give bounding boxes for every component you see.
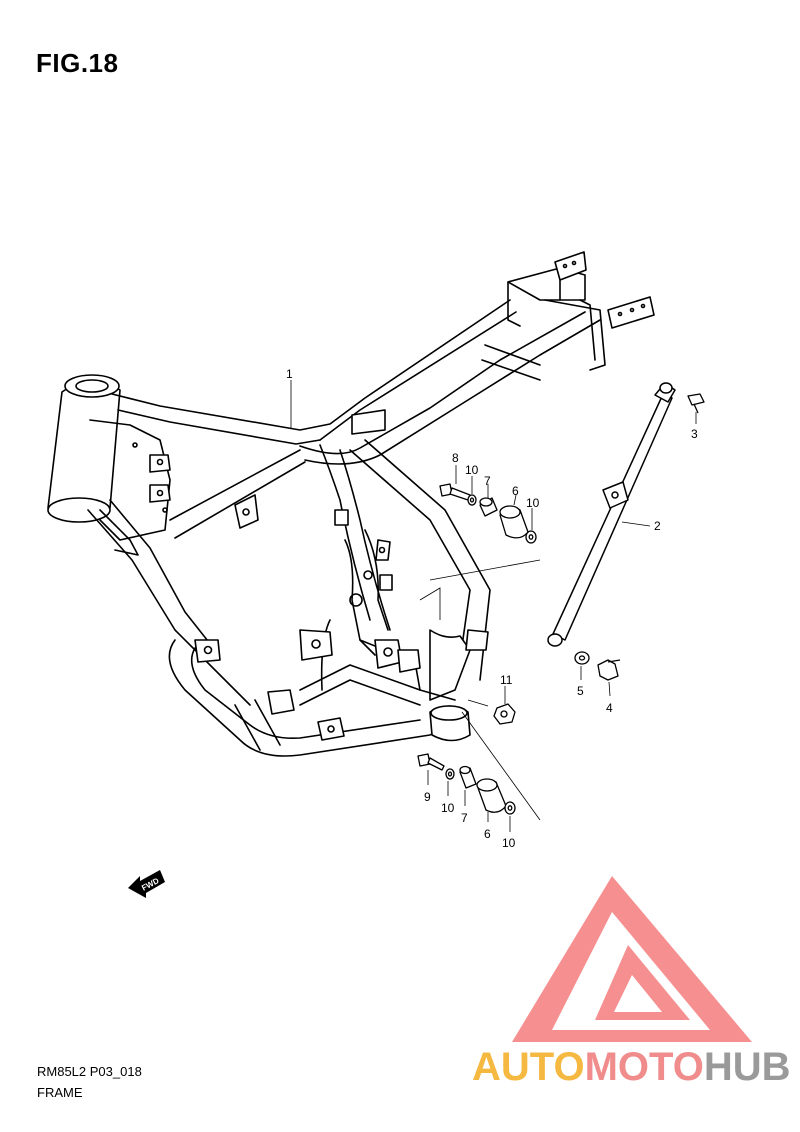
watermark-logo [512, 876, 752, 1042]
exploded-guide-lines [419, 559, 541, 821]
leader-lines [290, 380, 697, 832]
callout-lower-bolt: 9 [424, 790, 431, 804]
callout-brace-bolt-lower: 4 [606, 701, 613, 715]
callout-upper-washer-a: 10 [465, 463, 479, 477]
callout-labels: 1 2 3 8 10 7 6 10 11 5 4 9 10 7 6 10 [286, 367, 698, 850]
hardware-parts [417, 393, 705, 815]
callout-brace-bolt-upper: 3 [691, 427, 698, 441]
figure-title: FIG.18 [36, 48, 119, 78]
brand-part-hub: HUB [703, 1045, 791, 1089]
callout-lower-collar: 7 [461, 811, 468, 825]
figure-code: RM85L2 P03_018 [37, 1064, 142, 1079]
forward-arrow-icon: FWD [128, 870, 165, 898]
callout-lower-nut: 11 [500, 673, 513, 687]
callout-lower-washer-a: 10 [441, 801, 455, 815]
callout-frame-brace: 2 [654, 519, 661, 533]
callout-lower-bushing: 6 [484, 827, 491, 841]
callout-brace-washer: 5 [577, 684, 584, 698]
callout-upper-washer-b: 10 [526, 496, 540, 510]
frame-brace-part [547, 382, 676, 647]
brand-part-moto: MOTO [584, 1045, 704, 1089]
figure-name: FRAME [37, 1085, 83, 1100]
frame-part [47, 251, 655, 757]
callout-upper-bolt: 8 [452, 451, 459, 465]
callout-upper-bushing: 6 [512, 484, 519, 498]
callout-upper-collar: 7 [484, 474, 491, 488]
callout-frame: 1 [286, 367, 293, 381]
callout-lower-washer-b: 10 [502, 836, 516, 850]
brand-part-auto: AUTO [472, 1045, 585, 1089]
watermark-brand: AUTOMOTOHUB [472, 1047, 791, 1087]
